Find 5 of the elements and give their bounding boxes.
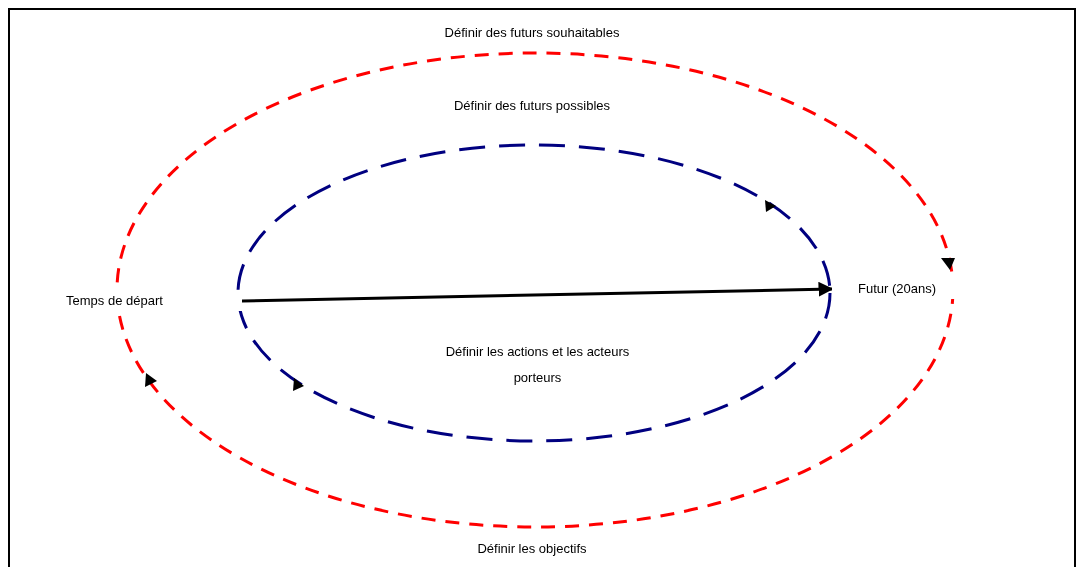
heading: Définir des futurs possibles [452, 97, 612, 115]
caption-text: Définir les actions et les acteurs porteurs [444, 343, 631, 387]
caption-text: Définir les objectifs [476, 540, 588, 558]
heading: Définir des futurs souhaitables [443, 24, 621, 42]
arrow [241, 281, 834, 303]
